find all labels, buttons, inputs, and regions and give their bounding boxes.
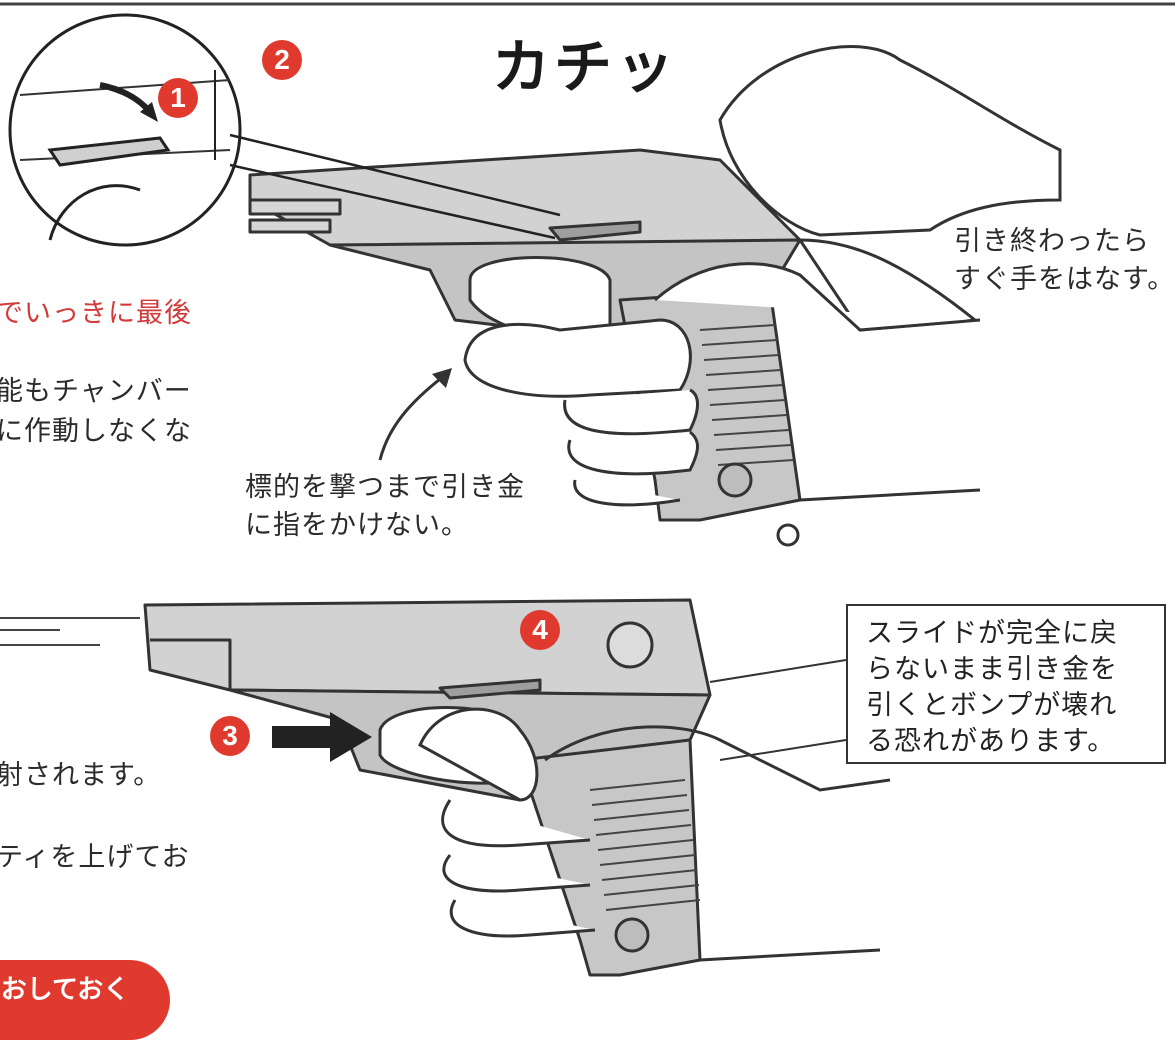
step-badge-2: 2 <box>262 40 302 80</box>
step-badge-1: 1 <box>158 78 198 118</box>
step-badge-3: 3 <box>210 716 250 756</box>
bottom-pistol <box>143 598 712 977</box>
bottom-label-pill: おしておく <box>0 960 170 1040</box>
warning-line2: らないまま引き金を <box>866 654 1118 685</box>
warning-line3: 引くとボンプが壊れ <box>866 690 1118 721</box>
trigger-note-line2: に指をかけない。 <box>245 510 469 541</box>
motion-lines <box>0 617 140 646</box>
warning-line1: スライドが完全に戻 <box>866 618 1118 649</box>
pistol-illustration <box>0 2 1175 977</box>
right-note-line1: 引き終わったら <box>954 226 1150 257</box>
top-hand <box>463 45 1062 507</box>
right-note-line2: すぐ手をはなす。 <box>954 264 1175 295</box>
pointer-curve <box>378 373 446 461</box>
inset-magnifier <box>8 13 561 247</box>
step-badge-4: 4 <box>520 610 560 650</box>
push-arrow <box>272 712 372 762</box>
left-para3-line1: ティを上げてお <box>0 842 190 873</box>
bottom-hand <box>418 707 891 962</box>
sound-effect-text: カチッ <box>492 33 679 101</box>
warning-line4: る恐れがあります。 <box>866 726 1116 757</box>
warning-leader-2 <box>719 739 847 761</box>
press-arrowhead <box>140 102 158 122</box>
left-para1-line1: 能もチャンバー <box>0 376 192 407</box>
warning-box: スライドが完全に戻 らないまま引き金を 引くとボンプが壊れ る恐れがあります。 <box>846 604 1166 764</box>
trigger-note-line1: 標的を撃つまで引き金 <box>245 472 525 503</box>
warning-leader <box>709 659 847 683</box>
left-para1-line2: に作動しなくな <box>0 416 192 447</box>
left-red-line: でいっきに最後 <box>0 298 192 329</box>
left-para2-line1: 射されます。 <box>0 760 162 791</box>
